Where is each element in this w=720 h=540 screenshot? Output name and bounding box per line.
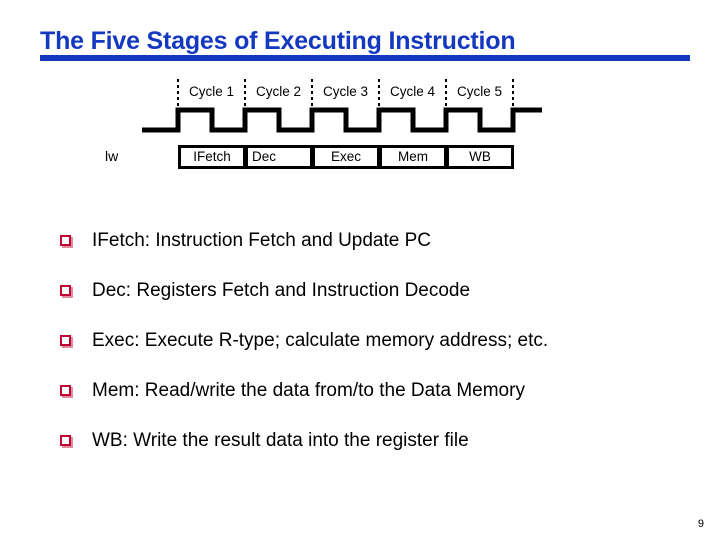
- list-item-label: Mem: Read/write the data from/to the Dat…: [92, 380, 525, 401]
- page-number: 9: [697, 518, 704, 530]
- cycle-divider-5: [512, 79, 514, 107]
- stage-box-ifetch: IFetch: [178, 145, 246, 169]
- list-item-label: Dec: Registers Fetch and Instruction Dec…: [92, 280, 471, 301]
- bullet-list: IFetch: Instruction Fetch and Update PC …: [60, 228, 680, 454]
- cycle-divider-3: [378, 79, 380, 107]
- cycle-label-2: Cycle 2: [255, 84, 301, 99]
- timing-diagram: Cycle 1 Cycle 2 Cycle 3 Cycle 4 Cycle 5 …: [0, 0, 720, 200]
- square-bullet-icon: [60, 235, 71, 246]
- instruction-row-label: lw: [105, 148, 119, 164]
- stage-box-wb: WB: [446, 145, 514, 169]
- title-underline-rule: [40, 55, 690, 61]
- cycle-divider-1: [244, 79, 246, 107]
- page-title-text: The Five Stages of Executing Instruction: [40, 27, 516, 55]
- square-bullet-icon: [60, 285, 71, 296]
- cycle-divider-4: [445, 79, 447, 107]
- square-bullet-icon: [60, 385, 71, 396]
- square-bullet-icon: [60, 435, 71, 446]
- square-bullet-icon: [60, 335, 71, 346]
- cycle-label-1: Cycle 1: [188, 84, 234, 99]
- stage-box-exec: Exec: [312, 145, 380, 169]
- cycle-label-3: Cycle 3: [322, 84, 368, 99]
- clock-waveform: [142, 107, 542, 133]
- stage-box-mem: Mem: [379, 145, 447, 169]
- list-item: Dec: Registers Fetch and Instruction Dec…: [60, 278, 680, 304]
- page-title: The Five Stages of Executing Instruction: [40, 28, 690, 54]
- cycle-label-5: Cycle 5: [456, 84, 502, 99]
- stage-box-dec: Dec: [245, 145, 313, 169]
- cycle-label-4: Cycle 4: [389, 84, 435, 99]
- list-item-label: IFetch: Instruction Fetch and Update PC: [92, 230, 432, 251]
- list-item-label: WB: Write the result data into the regis…: [92, 430, 469, 451]
- list-item: Exec: Execute R-type; calculate memory a…: [60, 328, 680, 354]
- list-item-label: Exec: Execute R-type; calculate memory a…: [92, 330, 549, 351]
- cycle-divider-0: [177, 79, 179, 107]
- list-item: IFetch: Instruction Fetch and Update PC: [60, 228, 680, 254]
- list-item: WB: Write the result data into the regis…: [60, 428, 680, 454]
- list-item: Mem: Read/write the data from/to the Dat…: [60, 378, 680, 404]
- cycle-divider-2: [311, 79, 313, 107]
